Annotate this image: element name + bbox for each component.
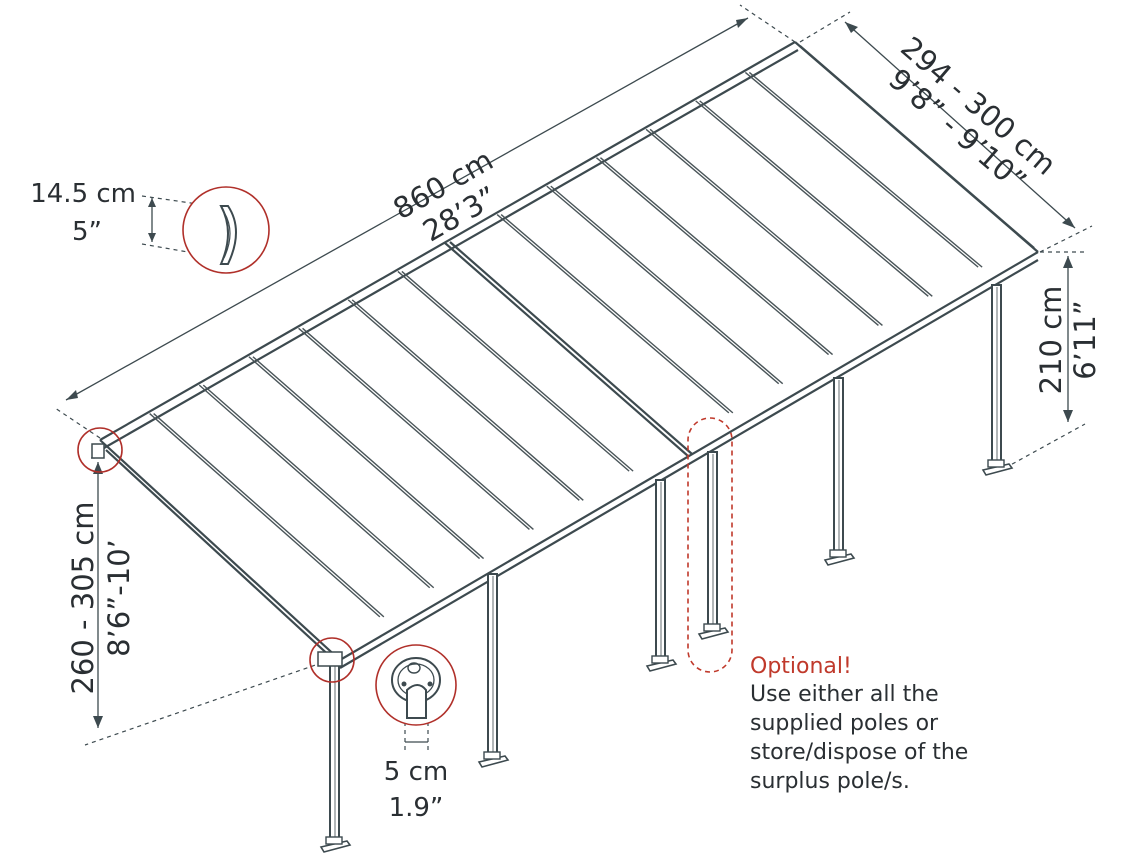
front-corner-highlight [309,637,355,683]
gutter-profile-icon [219,205,237,265]
support-post [823,377,856,566]
support-post [645,479,678,672]
corner-brackets [91,443,343,667]
panel-joint-line [302,327,534,530]
gutter-profile-callout [182,186,270,274]
posts [319,284,1014,853]
post-imperial: 1.9” [389,793,444,823]
support-post [319,661,352,853]
panel-joint-line [248,356,481,560]
roof-panel-lines [149,71,983,618]
panel-joint-line [198,384,431,589]
post-bracket-icon [391,657,441,719]
note-line-2: supplied poles or [750,711,939,736]
panel-joint-line [149,413,381,618]
panel-joint-line [496,214,730,414]
optional-note: Optional! Use either all the supplied po… [750,654,968,794]
post-bracket-callout [375,644,457,726]
gutter-metric: 14.5 cm [30,179,136,209]
panel-joint-line [397,270,630,472]
panel-joint-line [649,128,883,326]
panel-joint-line [351,299,584,501]
panel-joint-line [599,157,834,356]
panel-joint-line [744,71,979,268]
panel-joint-line [202,384,435,589]
dimension-arrows [65,17,1076,752]
optional-pole-highlight [687,417,733,673]
panel-joint-line [347,299,580,501]
post-metric: 5 cm [384,757,448,787]
panel-joint-line [550,185,784,385]
height-high-metric: 260 - 305 cm [66,501,100,694]
note-line-3: store/dispose of the [750,740,968,765]
height-low-label: 210 cm 6’11” [1034,286,1102,395]
support-post [697,451,730,640]
height-low-metric: 210 cm [1034,286,1068,395]
note-title: Optional! [750,654,852,679]
panel-joint-line [695,100,929,297]
back-corner-highlight [77,427,123,473]
support-post [477,573,510,768]
panel-joint-line [546,185,780,385]
panel-joint-line [252,356,485,560]
height-high-imperial: 8’6”-10’ [102,539,136,657]
note-line-1: Use either all the [750,682,939,707]
panel-joint-line [500,214,734,414]
roof [99,41,1039,669]
panel-joint-line [153,413,385,618]
panel-joint-line [595,157,830,356]
gutter-imperial: 5” [72,217,102,247]
support-post [981,284,1014,476]
panel-joint-line [298,327,530,530]
panel-joint-line [401,270,634,472]
height-high-label: 260 - 305 cm 8’6”-10’ [66,501,136,694]
height-low-imperial: 6’11” [1068,300,1102,380]
panel-joint-line [699,100,933,297]
panel-joint-line [748,71,983,268]
note-line-4: surplus pole/s. [750,769,910,794]
dimension-guides [54,4,1093,746]
panel-joint-line [645,128,879,326]
